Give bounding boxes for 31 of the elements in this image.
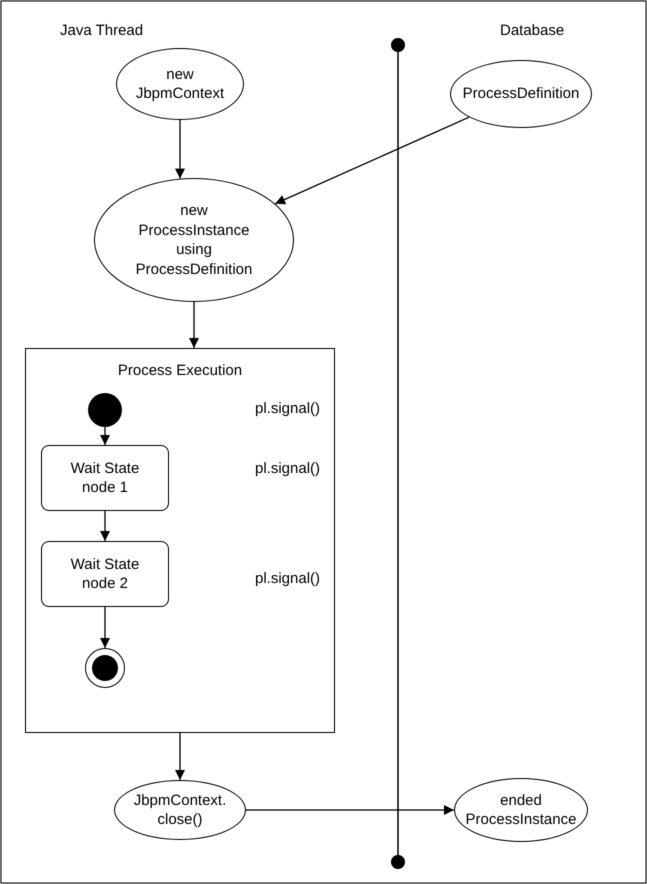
method-call: pl.signal() [255, 400, 320, 417]
lane-title: Java Thread [60, 22, 144, 39]
start-circle [88, 393, 122, 427]
arrow [175, 120, 185, 179]
lane-title: Database [500, 22, 564, 39]
arrow [100, 427, 110, 445]
arrow [175, 733, 185, 780]
state-box [41, 445, 169, 511]
arrow [100, 607, 110, 648]
node-text: Wait State node 2 [70, 554, 140, 594]
state-box [41, 541, 169, 607]
frame-title: Process Execution [116, 361, 244, 380]
node-text: JbpmContext. close() [132, 790, 228, 830]
ellipse-node [450, 60, 592, 128]
method-call: pl.signal() [255, 460, 320, 477]
arrow [100, 511, 110, 541]
node-text: new JbpmContext [134, 64, 226, 104]
node-text: ProcessDefinition [462, 84, 580, 104]
process-frame [25, 348, 335, 733]
arrow [274, 116, 470, 204]
node-text: new ProcessInstance using ProcessDefinition [134, 201, 254, 279]
arrow [246, 805, 454, 815]
ellipse-node [116, 48, 244, 120]
ellipse-node [114, 780, 246, 840]
end-circle [85, 648, 125, 688]
ellipse-node [94, 178, 294, 302]
arrow [189, 302, 199, 348]
node-text: Wait State node 1 [70, 458, 140, 498]
node-text: ended ProcessInstance [464, 790, 578, 830]
ellipse-node [454, 778, 588, 842]
method-call: pl.signal() [255, 570, 320, 587]
